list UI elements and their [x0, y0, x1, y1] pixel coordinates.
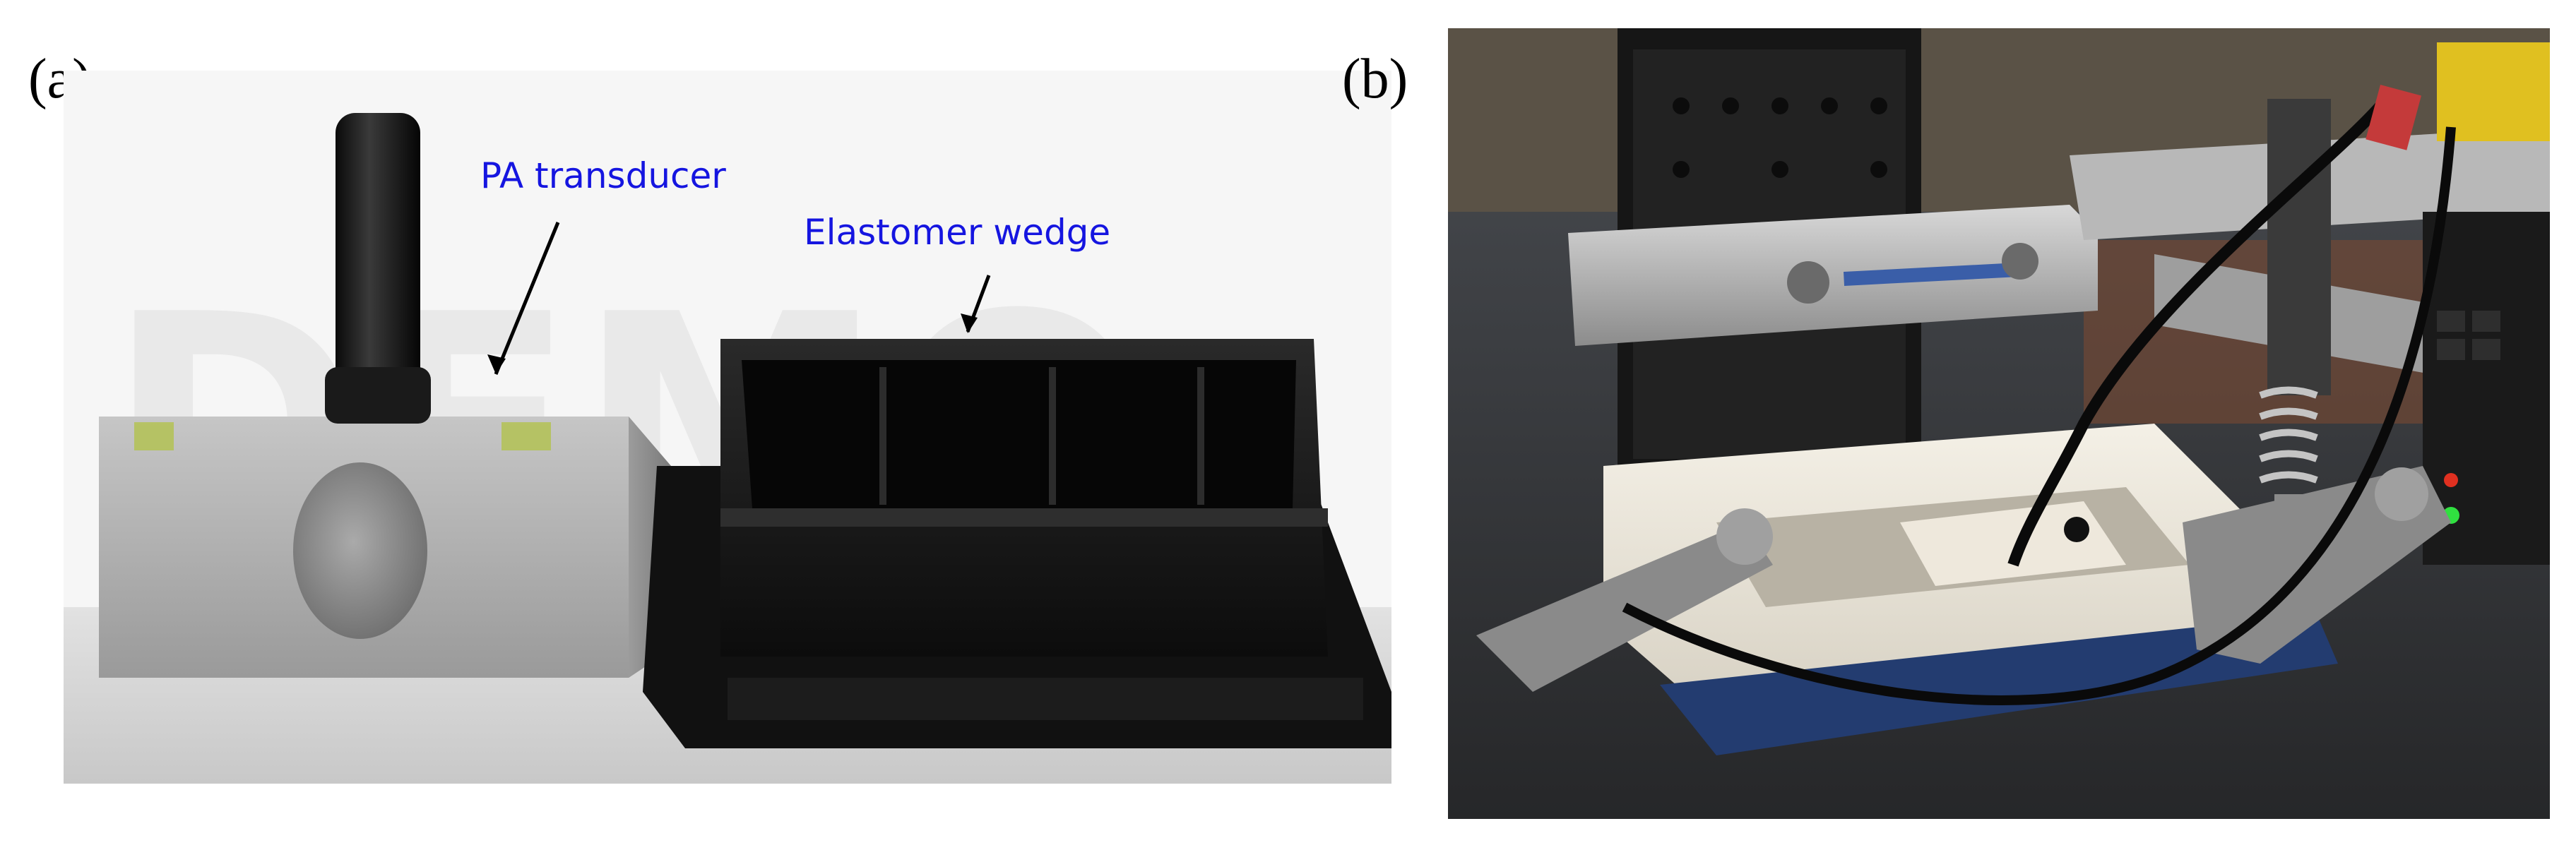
photo-b-illustration: [1448, 28, 2550, 819]
panel-b-label: (b): [1342, 48, 1408, 110]
photo-experimental-scanner-setup: [1448, 28, 2550, 819]
arrow-pa-transducer: [494, 222, 560, 375]
photo-pa-transducer-and-wedge: DEMO PA transducer Elastomer wedge: [64, 71, 1391, 784]
annotation-pa-transducer: PA transducer: [480, 155, 726, 196]
photo-a-illustration: DEMO: [64, 71, 1391, 784]
annotation-elastomer-wedge: Elastomer wedge: [804, 212, 1111, 253]
